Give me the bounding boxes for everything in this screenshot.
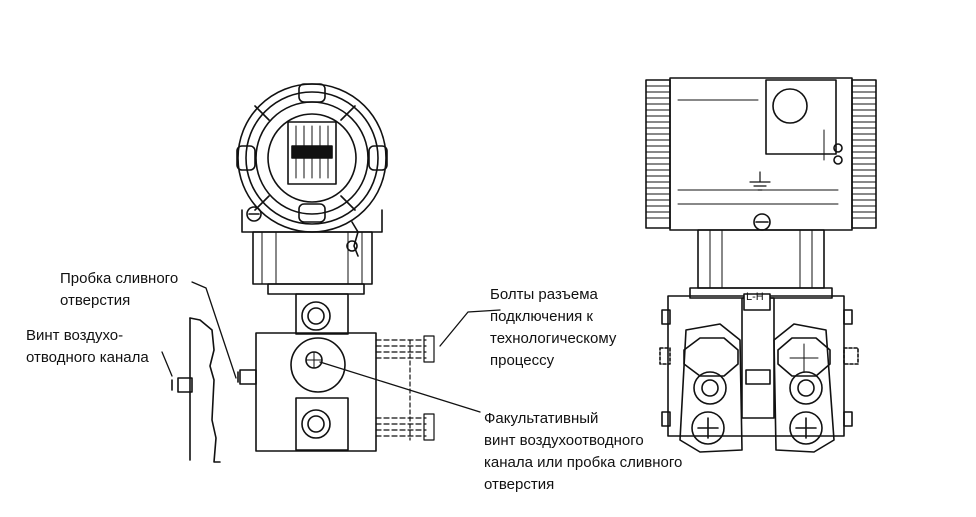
label-drain-plug: Пробка сливного отверстия (60, 270, 179, 309)
housing-neck (241, 209, 383, 295)
front-view (161, 83, 501, 463)
lh-mark: L-H (746, 291, 764, 303)
side-sensor (659, 293, 859, 453)
side-neck (689, 229, 833, 299)
side-flange (171, 317, 221, 463)
side-view (645, 77, 877, 453)
leader-vent (161, 351, 173, 377)
leader-bolts (439, 309, 501, 347)
side-housing (645, 77, 877, 231)
leader-optional (319, 361, 481, 413)
leader-drain (191, 281, 237, 379)
label-flange-bolts: Болты разъема подключения к технологичес… (490, 286, 617, 369)
process-bolts (375, 335, 435, 441)
sensor-body (237, 293, 377, 452)
housing-cover (236, 83, 388, 233)
label-vent-screw: Винт воздухо- отводного канала (26, 327, 149, 366)
label-optional-vent: Факультативный винт воздухоотводного кан… (484, 410, 683, 493)
